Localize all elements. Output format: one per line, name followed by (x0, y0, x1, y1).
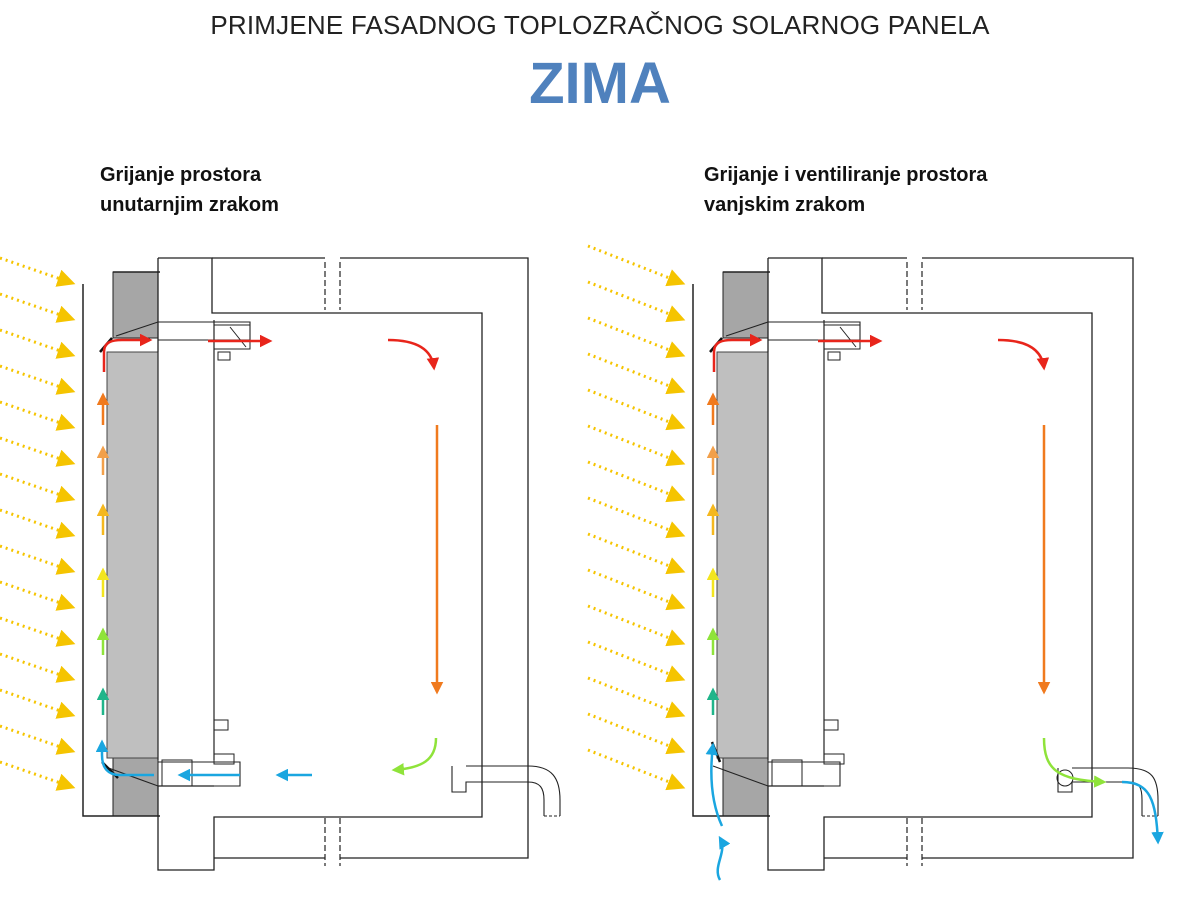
right-bottom-duct (712, 761, 841, 787)
left-glazing (82, 284, 113, 817)
left-caption-line1: Grijanje prostora (100, 164, 262, 186)
right-glazing (692, 284, 723, 817)
right-sun-rays (587, 244, 686, 791)
left-wall-lower (112, 757, 159, 817)
left-return-duct (451, 765, 561, 816)
left-caption-line2: unutarnjim zrakom (100, 194, 279, 216)
right-caption-line1: Grijanje i ventiliranje prostora (704, 164, 988, 186)
right-absorber (716, 351, 769, 759)
right-wall-lower (722, 757, 769, 817)
right-building-outer (767, 257, 1134, 859)
left-sun-rays (0, 256, 76, 791)
season-title: ZIMA (529, 51, 671, 116)
right-diagram (587, 244, 1164, 881)
right-airflow (705, 333, 1164, 881)
right-caption-line2: vanjskim zrakom (704, 194, 866, 216)
right-panel-caption: Grijanje i ventiliranje prostora vanjski… (704, 160, 987, 220)
left-airflow (95, 333, 444, 782)
left-bottom-duct (102, 761, 241, 787)
right-slab-upper (767, 257, 1093, 871)
left-wall-upper (112, 271, 159, 339)
page-title: PRIMJENE FASADNOG TOPLOZRAČNOG SOLARNOG … (210, 10, 990, 40)
left-building-outer (157, 257, 529, 859)
left-slab-upper (157, 257, 483, 871)
right-wall-upper (722, 271, 769, 339)
left-absorber (106, 351, 159, 759)
left-diagram (0, 256, 561, 871)
left-panel-caption: Grijanje prostora unutarnjim zrakom (100, 160, 279, 220)
